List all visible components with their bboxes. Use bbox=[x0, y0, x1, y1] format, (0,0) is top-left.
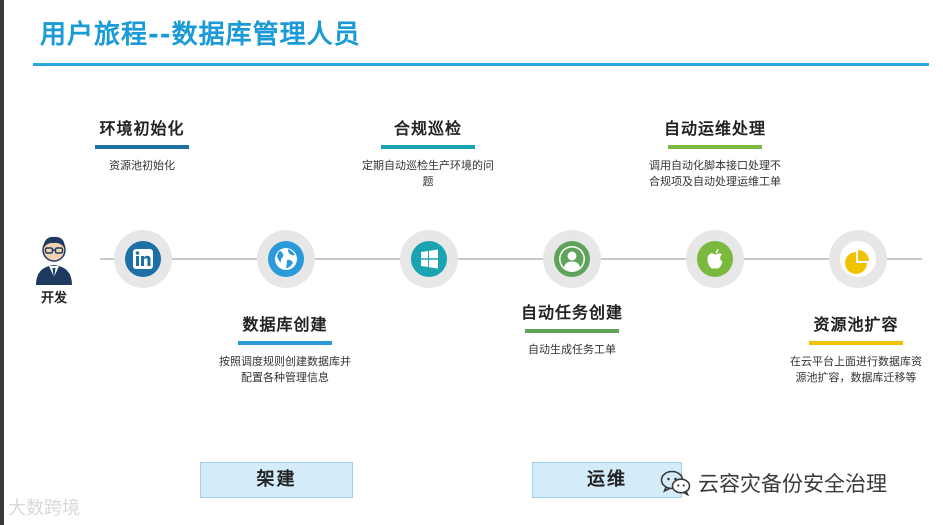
step-database-create: 数据库创建 按照调度规则创建数据库并配置各种管理信息 bbox=[200, 311, 370, 386]
windows-icon bbox=[421, 249, 438, 269]
apple-icon bbox=[707, 249, 723, 269]
globe-icon bbox=[275, 248, 297, 270]
linkedin-icon bbox=[133, 249, 153, 269]
step-title: 数据库创建 bbox=[242, 315, 328, 334]
wechat-icon bbox=[660, 470, 691, 497]
title-divider bbox=[33, 63, 929, 66]
step-title: 自动任务创建 bbox=[520, 303, 623, 322]
step-title: 合规巡检 bbox=[393, 119, 462, 138]
watermark-right: 云容灾备份安全治理 bbox=[660, 468, 887, 498]
user-icon bbox=[559, 246, 585, 272]
timeline-node-auto-ops bbox=[686, 230, 744, 288]
step-description: 在云平台上面进行数据库资源池扩容，数据库迁移等 bbox=[790, 355, 922, 384]
timeline-node-auto-task bbox=[543, 230, 601, 288]
phase-operations: 运维 bbox=[532, 462, 682, 498]
step-accent-bar bbox=[525, 329, 619, 333]
step-accent-bar bbox=[809, 341, 903, 345]
step-environment-init: 环境初始化 资源池初始化 bbox=[57, 115, 227, 174]
step-title: 自动运维处理 bbox=[663, 119, 766, 138]
timeline-line bbox=[100, 258, 922, 260]
pie-chart-icon bbox=[845, 250, 869, 274]
timeline-node-environment-init bbox=[114, 230, 172, 288]
step-accent-bar bbox=[381, 145, 475, 149]
step-accent-bar bbox=[95, 145, 189, 149]
step-description: 定期自动巡检生产环境的问题 bbox=[362, 159, 494, 188]
step-auto-ops: 自动运维处理 调用自动化脚本接口处理不合规项及自动处理运维工单 bbox=[630, 115, 800, 190]
timeline-node-compliance-check bbox=[400, 230, 458, 288]
step-description: 资源池初始化 bbox=[109, 159, 175, 172]
developer-avatar-icon bbox=[36, 236, 72, 285]
role-developer: 开发 bbox=[30, 233, 78, 306]
step-auto-task: 自动任务创建 自动生成任务工单 bbox=[487, 299, 657, 358]
phase-build: 架建 bbox=[200, 462, 353, 498]
step-title: 环境初始化 bbox=[99, 119, 185, 138]
step-accent-bar bbox=[668, 145, 762, 149]
watermark-left: 大数跨境 bbox=[8, 494, 80, 520]
left-edge-strip bbox=[0, 0, 4, 525]
page-title: 用户旅程--数据库管理人员 bbox=[40, 20, 361, 50]
timeline-node-database-create bbox=[257, 230, 315, 288]
step-accent-bar bbox=[238, 341, 332, 345]
timeline-node-pool-expand bbox=[829, 230, 887, 288]
step-compliance-check: 合规巡检 定期自动巡检生产环境的问题 bbox=[343, 115, 513, 190]
step-title: 资源池扩容 bbox=[813, 315, 899, 334]
step-description: 按照调度规则创建数据库并配置各种管理信息 bbox=[219, 355, 351, 384]
watermark-right-text: 云容灾备份安全治理 bbox=[698, 472, 887, 496]
step-description: 调用自动化脚本接口处理不合规项及自动处理运维工单 bbox=[649, 159, 781, 188]
step-pool-expand: 资源池扩容 在云平台上面进行数据库资源池扩容，数据库迁移等 bbox=[771, 311, 941, 386]
step-description: 自动生成任务工单 bbox=[528, 343, 616, 356]
watermark-left-text: 大数跨境 bbox=[8, 498, 80, 519]
role-label: 开发 bbox=[40, 291, 67, 306]
